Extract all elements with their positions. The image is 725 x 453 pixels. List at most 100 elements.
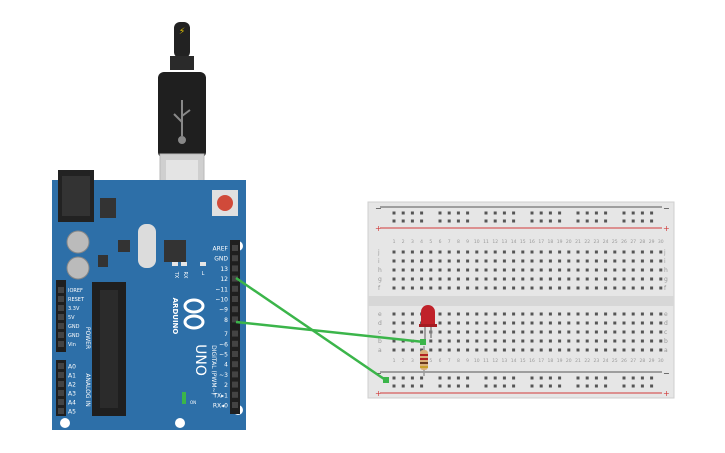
terminal-hole[interactable]	[475, 312, 479, 316]
rail-hole[interactable]	[484, 376, 488, 380]
terminal-hole[interactable]	[438, 268, 442, 272]
header-pin[interactable]	[58, 399, 64, 405]
rail-hole[interactable]	[631, 384, 635, 388]
terminal-hole[interactable]	[576, 277, 580, 281]
terminal-hole[interactable]	[530, 268, 534, 272]
rail-hole[interactable]	[594, 219, 598, 223]
terminal-hole[interactable]	[650, 277, 654, 281]
terminal-hole[interactable]	[659, 268, 663, 272]
wires[interactable]	[235, 276, 426, 383]
terminal-hole[interactable]	[420, 286, 424, 290]
rail-hole[interactable]	[466, 376, 470, 380]
terminal-hole[interactable]	[650, 286, 654, 290]
rail-hole[interactable]	[604, 376, 608, 380]
terminal-hole[interactable]	[502, 339, 506, 343]
header-pin[interactable]	[58, 363, 64, 369]
rail-hole[interactable]	[392, 211, 396, 215]
terminal-hole[interactable]	[502, 268, 506, 272]
terminal-hole[interactable]	[447, 250, 451, 254]
terminal-hole[interactable]	[493, 259, 497, 263]
rail-hole[interactable]	[548, 384, 552, 388]
header-pin[interactable]	[232, 306, 238, 313]
rail-hole[interactable]	[539, 219, 543, 223]
terminal-hole[interactable]	[576, 348, 580, 352]
terminal-hole[interactable]	[429, 259, 433, 263]
terminal-hole[interactable]	[539, 312, 543, 316]
terminal-hole[interactable]	[613, 348, 617, 352]
rail-hole[interactable]	[447, 219, 451, 223]
terminal-hole[interactable]	[410, 330, 414, 334]
terminal-hole[interactable]	[539, 330, 543, 334]
terminal-hole[interactable]	[466, 330, 470, 334]
terminal-hole[interactable]	[539, 259, 543, 263]
terminal-hole[interactable]	[429, 250, 433, 254]
terminal-hole[interactable]	[447, 286, 451, 290]
rail-hole[interactable]	[401, 384, 405, 388]
header-pin[interactable]	[58, 372, 64, 378]
terminal-hole[interactable]	[410, 277, 414, 281]
terminal-hole[interactable]	[594, 330, 598, 334]
terminal-hole[interactable]	[659, 330, 663, 334]
terminal-hole[interactable]	[521, 348, 525, 352]
terminal-hole[interactable]	[512, 250, 516, 254]
rail-hole[interactable]	[622, 376, 626, 380]
header-pin[interactable]	[232, 296, 238, 302]
terminal-hole[interactable]	[631, 348, 635, 352]
terminal-hole[interactable]	[447, 277, 451, 281]
rail-hole[interactable]	[650, 211, 654, 215]
terminal-hole[interactable]	[613, 339, 617, 343]
terminal-hole[interactable]	[585, 250, 589, 254]
terminal-hole[interactable]	[613, 277, 617, 281]
terminal-hole[interactable]	[438, 321, 442, 325]
header-pin[interactable]	[58, 305, 64, 311]
terminal-hole[interactable]	[438, 259, 442, 263]
terminal-hole[interactable]	[429, 286, 433, 290]
rail-hole[interactable]	[484, 384, 488, 388]
terminal-hole[interactable]	[539, 348, 543, 352]
terminal-hole[interactable]	[567, 286, 571, 290]
terminal-hole[interactable]	[576, 339, 580, 343]
terminal-hole[interactable]	[521, 321, 525, 325]
terminal-hole[interactable]	[585, 286, 589, 290]
terminal-hole[interactable]	[420, 277, 424, 281]
terminal-hole[interactable]	[530, 348, 534, 352]
rail-hole[interactable]	[493, 211, 497, 215]
terminal-hole[interactable]	[640, 330, 644, 334]
terminal-hole[interactable]	[484, 259, 488, 263]
terminal-hole[interactable]	[594, 250, 598, 254]
terminal-hole[interactable]	[484, 339, 488, 343]
terminal-hole[interactable]	[594, 339, 598, 343]
terminal-hole[interactable]	[475, 321, 479, 325]
terminal-hole[interactable]	[640, 339, 644, 343]
terminal-hole[interactable]	[604, 250, 608, 254]
terminal-hole[interactable]	[401, 348, 405, 352]
rail-hole[interactable]	[631, 376, 635, 380]
header-pin[interactable]	[232, 381, 238, 388]
terminal-hole[interactable]	[539, 277, 543, 281]
terminal-hole[interactable]	[604, 312, 608, 316]
rail-hole[interactable]	[539, 211, 543, 215]
terminal-hole[interactable]	[640, 286, 644, 290]
terminal-hole[interactable]	[456, 348, 460, 352]
terminal-hole[interactable]	[650, 312, 654, 316]
terminal-hole[interactable]	[466, 259, 470, 263]
rail-hole[interactable]	[438, 376, 442, 380]
header-pin[interactable]	[58, 296, 64, 302]
terminal-hole[interactable]	[585, 259, 589, 263]
terminal-hole[interactable]	[622, 286, 626, 290]
terminal-hole[interactable]	[512, 277, 516, 281]
rail-hole[interactable]	[558, 376, 562, 380]
rail-hole[interactable]	[640, 211, 644, 215]
terminal-hole[interactable]	[631, 259, 635, 263]
terminal-hole[interactable]	[567, 250, 571, 254]
terminal-hole[interactable]	[392, 312, 396, 316]
terminal-hole[interactable]	[631, 286, 635, 290]
header-pin[interactable]	[232, 371, 238, 378]
rail-hole[interactable]	[631, 219, 635, 223]
terminal-hole[interactable]	[502, 330, 506, 334]
terminal-hole[interactable]	[558, 286, 562, 290]
terminal-hole[interactable]	[512, 330, 516, 334]
terminal-hole[interactable]	[392, 339, 396, 343]
terminal-hole[interactable]	[659, 277, 663, 281]
terminal-hole[interactable]	[558, 321, 562, 325]
